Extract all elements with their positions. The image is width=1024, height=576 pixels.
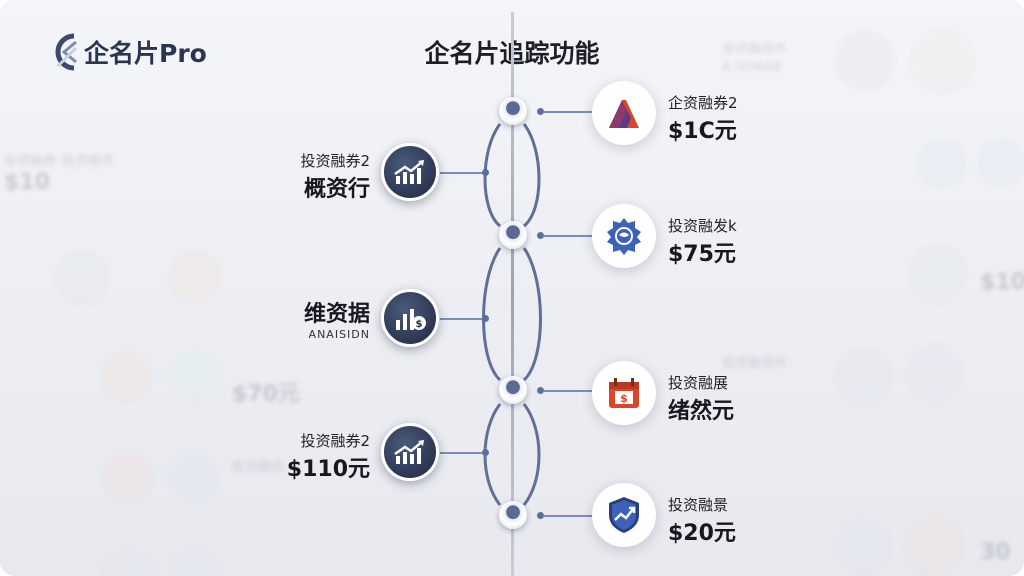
connector-dot — [482, 315, 489, 322]
left-item-3: 投资融券2 $110元 — [287, 430, 370, 483]
chart-up-icon[interactable] — [381, 143, 439, 201]
left-item-1-label: 投资融券2 — [300, 152, 370, 170]
connector-dot — [482, 449, 489, 456]
calendar-dollar-icon[interactable]: $ — [592, 361, 656, 425]
connector-dot — [482, 169, 489, 176]
svg-text:$: $ — [416, 319, 423, 330]
brand-name: 企名片Pro — [84, 39, 207, 68]
left-item-1: 投资融券2 概资行 — [300, 150, 370, 203]
connector-line — [544, 235, 592, 237]
right-item-2-value: $75元 — [668, 242, 736, 267]
timeline-node[interactable] — [499, 376, 527, 404]
left-item-3-value: $110元 — [286, 457, 370, 482]
right-item-3-label: 投资融展 — [668, 374, 729, 392]
right-item-3: 投资融展 绪然元 — [668, 372, 734, 425]
right-item-4: 投资融景 $20元 — [668, 494, 736, 547]
left-item-2-caption: ANAISIDN — [308, 328, 370, 341]
timeline-node[interactable] — [499, 501, 527, 529]
chart-up-icon[interactable] — [381, 423, 439, 481]
connector-line — [544, 111, 592, 113]
timeline-spine — [511, 12, 514, 576]
right-item-3-value: 绪然元 — [668, 399, 735, 424]
right-item-2-label: 投资融发k — [668, 217, 737, 235]
left-item-3-label: 投资融券2 — [300, 432, 370, 450]
right-item-1-label: 企资融券2 — [668, 94, 738, 112]
gear-globe-icon[interactable] — [592, 204, 656, 268]
brand-logo[interactable]: 企名片Pro — [50, 32, 207, 72]
delta-logo-icon[interactable] — [592, 81, 656, 145]
connector-dot — [537, 108, 544, 115]
right-item-4-label: 投资融景 — [668, 496, 729, 514]
left-item-2: 维资据 ANAISIDN — [304, 296, 370, 341]
connector-line — [544, 390, 592, 392]
right-item-1: 企资融券2 $1C元 — [668, 92, 738, 145]
connector-dot — [537, 232, 544, 239]
left-item-1-value: 概资行 — [303, 177, 370, 202]
connector-line — [544, 515, 592, 517]
svg-text:$: $ — [620, 392, 628, 405]
chart-dollar-icon[interactable]: $ — [381, 289, 439, 347]
right-item-1-value: $1C元 — [668, 119, 737, 144]
connector-dot — [537, 387, 544, 394]
connector-line — [440, 172, 484, 174]
timeline-node[interactable] — [499, 221, 527, 249]
connector-line — [440, 452, 484, 454]
left-item-2-value: 维资据 — [303, 302, 370, 327]
right-item-2: 投资融发k $75元 — [668, 215, 737, 268]
right-item-4-value: $20元 — [668, 521, 736, 546]
logo-mark-icon — [55, 33, 78, 71]
connector-line — [440, 318, 484, 320]
shield-chart-icon[interactable] — [592, 483, 656, 547]
connector-dot — [537, 512, 544, 519]
timeline-node[interactable] — [499, 97, 527, 125]
